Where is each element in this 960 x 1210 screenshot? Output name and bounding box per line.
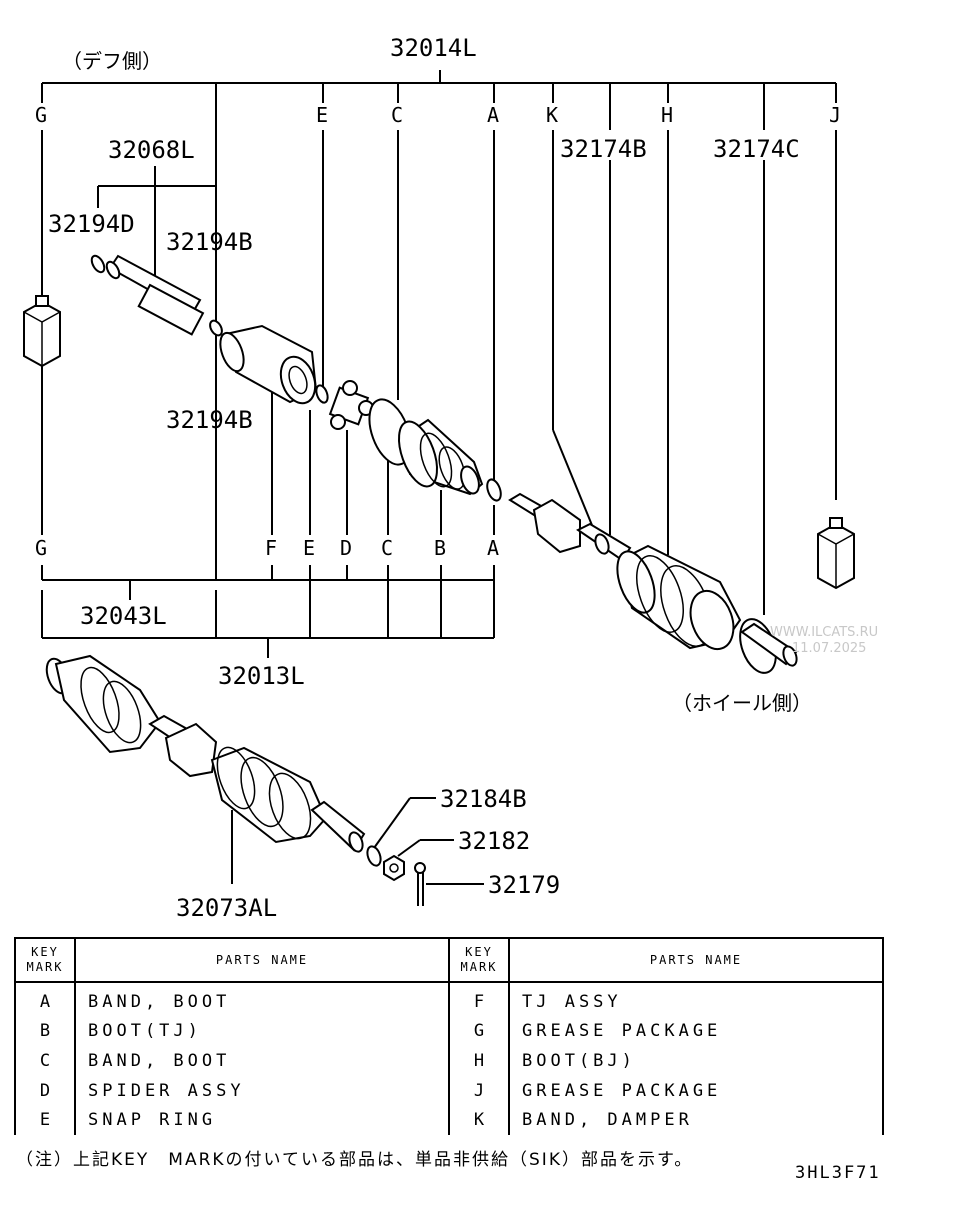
label-32184B: 32184B — [440, 785, 527, 813]
key-letter-top-g: G — [35, 103, 47, 127]
tj-housing — [219, 324, 318, 405]
label-wheel-side: （ホイール側） — [672, 691, 812, 715]
key-cell: H — [448, 1046, 510, 1076]
header-key-text: KEY — [465, 945, 493, 959]
shaft-bj — [508, 492, 632, 562]
part-name-cell: BAND, DAMPER — [508, 1105, 884, 1135]
cotter-pin-32179 — [414, 862, 426, 906]
key-letter-top-j: J — [829, 103, 841, 127]
key-letter-bottom-c: C — [381, 536, 393, 560]
band-boot-a — [486, 478, 502, 502]
part-name-cell: BOOT(BJ) — [508, 1046, 884, 1076]
key-letter-top-e: E — [316, 103, 328, 127]
header-mark-text: MARK — [460, 960, 498, 974]
washer-32184B — [366, 845, 382, 867]
table-row: E SNAP RING K BAND, DAMPER — [14, 1105, 884, 1135]
label-32068L: 32068L — [108, 136, 195, 164]
key-cell: J — [448, 1075, 510, 1106]
key-cell: C — [14, 1046, 76, 1076]
label-32073AL: 32073AL — [176, 894, 277, 922]
bracket-32043L-32013L — [41, 565, 495, 658]
drive-shaft-assembly — [45, 654, 366, 853]
label-32194D: 32194D — [48, 210, 135, 238]
nut-32182 — [383, 854, 405, 882]
key-cell: A — [14, 982, 76, 1017]
key-cell: B — [14, 1016, 76, 1047]
header-key-mark-right: KEY MARK — [448, 937, 510, 983]
header-parts-name-right: PARTS NAME — [508, 937, 884, 983]
boot-tj — [397, 418, 484, 496]
footnote: （注）上記KEY MARKの付いている部品は、単品非供給（SIK）部品を示す。 — [16, 1150, 694, 1170]
watermark-site: WWW.ILCATS.RU — [770, 625, 878, 640]
part-name-cell: TJ ASSY — [508, 982, 884, 1017]
table-row: A BAND, BOOT F TJ ASSY — [14, 982, 884, 1017]
table-row: C BAND, BOOT H BOOT(BJ) — [14, 1046, 884, 1076]
label-diff-side: （デフ側） — [62, 49, 162, 73]
leaders-small-parts — [373, 797, 484, 885]
label-32013L: 32013L — [218, 662, 305, 690]
key-letter-bottom-a: A — [487, 536, 499, 560]
key-letter-bottom-b: B — [434, 536, 446, 560]
key-cell: E — [14, 1105, 76, 1135]
key-letter-top-h: H — [661, 103, 673, 127]
key-letter-bottom-g: G — [35, 536, 47, 560]
header-mark-text: MARK — [26, 960, 64, 974]
snap-ring-e — [315, 384, 329, 404]
label-32174B: 32174B — [560, 135, 647, 163]
table-row: B BOOT(TJ) G GREASE PACKAGE — [14, 1016, 884, 1047]
label-32014L: 32014L — [390, 34, 477, 62]
wheel-hub-stub — [740, 622, 798, 667]
header-key-mark-left: KEY MARK — [14, 937, 76, 983]
diagram-code: 3HL3F71 — [795, 1163, 881, 1183]
part-name-cell: GREASE PACKAGE — [508, 1075, 884, 1106]
label-32179: 32179 — [488, 871, 560, 899]
part-name-cell: SPIDER ASSY — [74, 1075, 450, 1106]
boot-bj — [616, 544, 742, 651]
exploded-parts-diagram: G E C A K H J （デフ側） 32014L 32068L 32194D… — [23, 34, 878, 922]
label-32194B-mid: 32194B — [166, 406, 253, 434]
grease-package-g — [23, 295, 61, 368]
key-cell: K — [448, 1105, 510, 1135]
label-32174C: 32174C — [713, 135, 800, 163]
watermark-date: 11.07.2025 — [792, 641, 866, 656]
key-cell: D — [14, 1075, 76, 1106]
key-cell: G — [448, 1016, 510, 1047]
leader-lines — [41, 130, 837, 615]
shaft-32068L — [90, 254, 223, 337]
key-letter-top-c: C — [391, 103, 403, 127]
table-row: D SPIDER ASSY J GREASE PACKAGE — [14, 1075, 884, 1106]
key-cell: F — [448, 982, 510, 1017]
grease-package-j — [817, 517, 855, 590]
part-name-cell: SNAP RING — [74, 1105, 450, 1135]
label-32194B-top: 32194B — [166, 228, 253, 256]
bracket-32068L — [97, 166, 216, 285]
part-name-cell: BAND, BOOT — [74, 982, 450, 1017]
key-mark-table: KEY MARK PARTS NAME KEY MARK PARTS NAME … — [14, 937, 884, 1135]
key-letter-bottom-d: D — [340, 536, 352, 560]
key-letter-top-k: K — [546, 103, 558, 127]
key-letter-bottom-f: F — [265, 536, 277, 560]
key-letter-bottom-e: E — [303, 536, 315, 560]
label-32182: 32182 — [458, 827, 530, 855]
part-name-cell: GREASE PACKAGE — [508, 1016, 884, 1047]
part-name-cell: BAND, BOOT — [74, 1046, 450, 1076]
spider-assy — [328, 380, 374, 430]
header-key-text: KEY — [31, 945, 59, 959]
header-parts-name-left: PARTS NAME — [74, 937, 450, 983]
part-name-cell: BOOT(TJ) — [74, 1016, 450, 1047]
label-32043L: 32043L — [80, 602, 167, 630]
key-letter-top-a: A — [487, 103, 499, 127]
